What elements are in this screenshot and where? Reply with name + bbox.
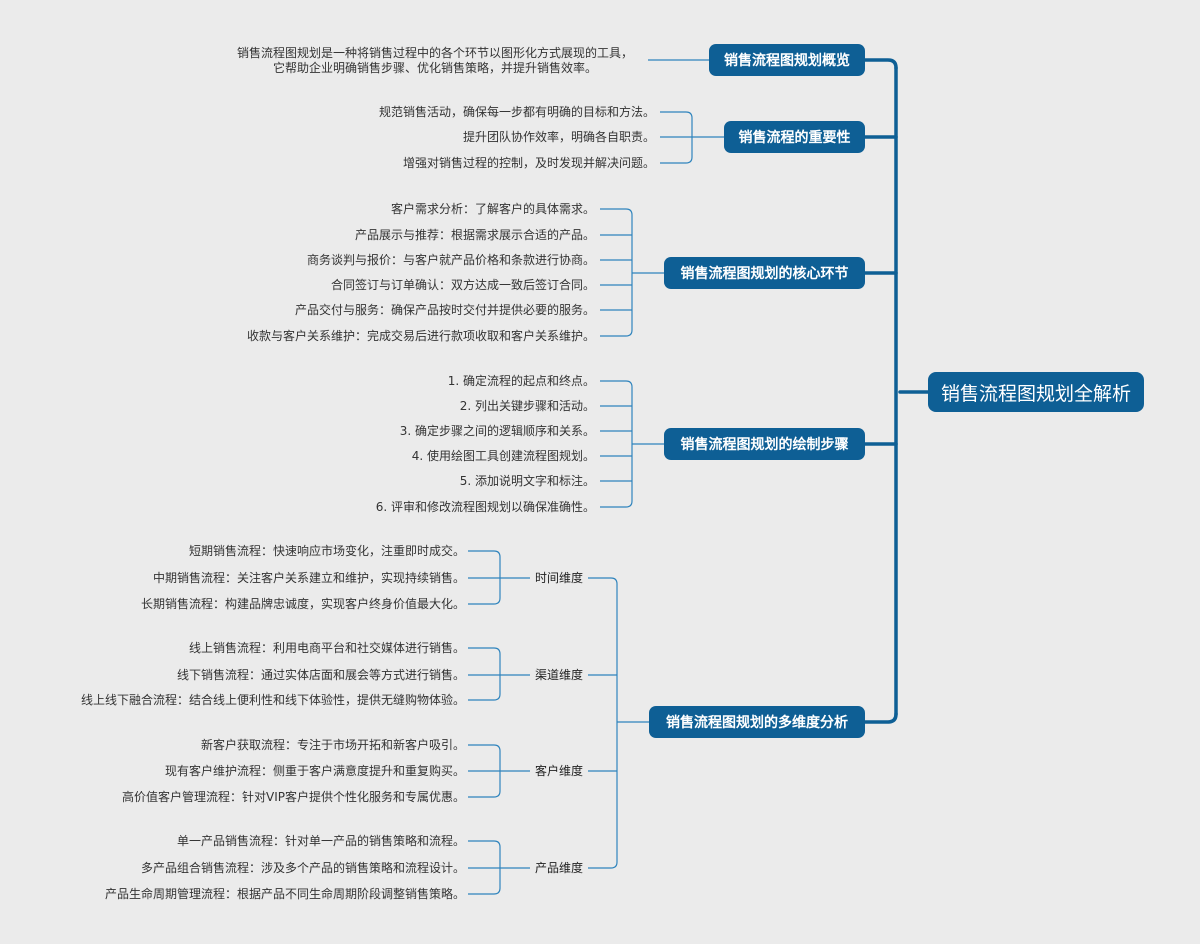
leaf-item: 2. 列出关键步骤和活动。 <box>459 399 595 413</box>
leaf-item: 长期销售流程：构建品牌忠诚度，实现客户终身价值最大化。 <box>140 597 465 611</box>
leaf-item: 产品展示与推荐：根据需求展示合适的产品。 <box>354 228 595 242</box>
leaf-item: 线下销售流程：通过实体店面和展会等方式进行销售。 <box>176 668 465 682</box>
bracket-spine <box>625 208 633 337</box>
overview-description: 销售流程图规划是一种将销售过程中的各个环节以图形化方式展现的工具， 它帮助企业明… <box>200 46 670 76</box>
leaf-item: 现有客户维护流程：侧重于客户满意度提升和重复购买。 <box>164 764 465 778</box>
group-time[interactable]: 时间维度 <box>534 571 583 585</box>
root-node[interactable]: 销售流程图规划全解析 <box>928 372 1144 412</box>
leaf-item: 6. 评审和修改流程图规划以确保准确性。 <box>375 500 595 514</box>
leaf-item: 产品生命周期管理流程：根据产品不同生命周期阶段调整销售策略。 <box>104 887 465 901</box>
branch-title: 销售流程的重要性 <box>738 130 851 146</box>
group-product[interactable]: 产品维度 <box>534 861 583 875</box>
leaf-text: 销售流程图规划是一种将销售过程中的各个环节以图形化方式展现的工具， <box>236 46 633 60</box>
leaf-item: 商务谈判与报价：与客户就产品价格和条款进行协商。 <box>306 253 595 267</box>
root-title: 销售流程图规划全解析 <box>940 382 1131 405</box>
branch-multi-dimension[interactable]: 销售流程图规划的多维度分析 <box>649 706 865 738</box>
branch-importance[interactable]: 销售流程的重要性 <box>724 121 865 153</box>
branch-title: 销售流程图规划的核心环节 <box>680 266 849 282</box>
leaf-item: 提升团队协作效率，明确各自职责。 <box>462 130 655 144</box>
leaf-item: 中期销售流程：关注客户关系建立和维护，实现持续销售。 <box>152 571 465 585</box>
branch-overview[interactable]: 销售流程图规划概览 <box>709 44 865 76</box>
leaf-item: 短期销售流程：快速响应市场变化，注重即时成交。 <box>188 544 465 558</box>
leaf-item: 规范销售活动，确保每一步都有明确的目标和方法。 <box>378 105 655 119</box>
leaf-item: 3. 确定步骤之间的逻辑顺序和关系。 <box>399 424 595 438</box>
leaf-item: 新客户获取流程：专注于市场开拓和新客户吸引。 <box>200 738 465 752</box>
leaf-item: 线上线下融合流程：结合线上便利性和线下体验性，提供无缝购物体验。 <box>80 693 465 707</box>
leaf-text: 它帮助企业明确销售步骤、优化销售策略，并提升销售效率。 <box>272 61 597 75</box>
leaf-item: 客户需求分析：了解客户的具体需求。 <box>390 202 595 216</box>
bracket-spine <box>493 647 501 701</box>
branch-title: 销售流程图规划的多维度分析 <box>666 715 848 731</box>
leaf-item: 线上销售流程：利用电商平台和社交媒体进行销售。 <box>188 641 465 655</box>
branch-title: 销售流程图规划概览 <box>724 53 850 69</box>
leaf-item: 单一产品销售流程：针对单一产品的销售策略和流程。 <box>176 834 465 848</box>
bracket-spine <box>610 577 618 869</box>
leaf-item: 收款与客户关系维护：完成交易后进行款项收取和客户关系维护。 <box>246 329 595 343</box>
branch-drawing-steps[interactable]: 销售流程图规划的绘制步骤 <box>664 428 865 460</box>
leaf-item: 多产品组合销售流程：涉及多个产品的销售策略和流程设计。 <box>140 861 465 875</box>
group-customer[interactable]: 客户维度 <box>534 764 583 778</box>
branch-title: 销售流程图规划的绘制步骤 <box>680 437 849 453</box>
leaf-item: 1. 确定流程的起点和终点。 <box>447 374 595 388</box>
group-channel[interactable]: 渠道维度 <box>534 668 583 682</box>
trunk-branch-link <box>863 712 898 724</box>
leaf-item: 4. 使用绘图工具创建流程图规划。 <box>411 449 595 463</box>
leaf-item: 高价值客户管理流程：针对VIP客户提供个性化服务和专属优惠。 <box>122 790 465 804</box>
leaf-item: 产品交付与服务：确保产品按时交付并提供必要的服务。 <box>294 303 595 317</box>
bracket-spine <box>625 380 633 508</box>
leaf-item: 合同签订与订单确认：双方达成一致后签订合同。 <box>330 278 595 292</box>
trunk-branch-link <box>863 58 898 70</box>
leaf-item: 增强对销售过程的控制，及时发现并解决问题。 <box>402 156 655 170</box>
branch-core-steps[interactable]: 销售流程图规划的核心环节 <box>664 257 865 289</box>
leaf-item: 5. 添加说明文字和标注。 <box>459 474 595 488</box>
